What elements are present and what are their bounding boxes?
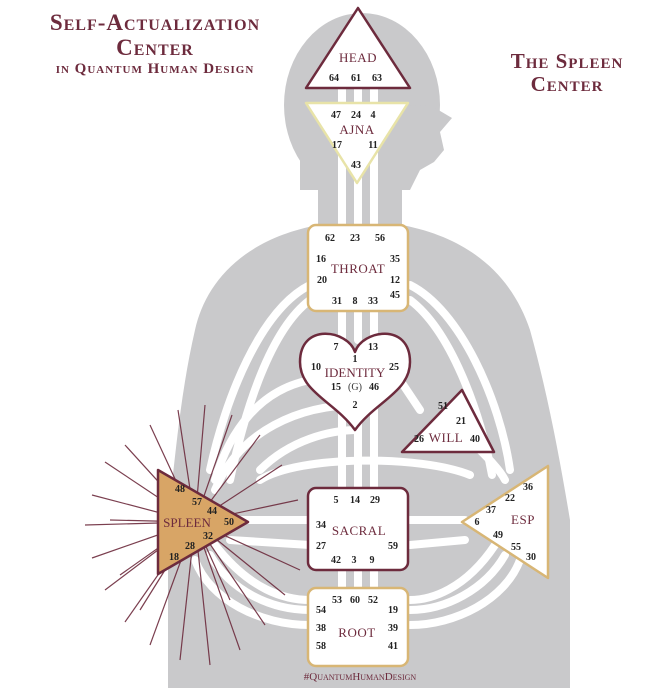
footer-hashtag: #QuantumHumanDesign [303, 671, 417, 683]
root-center: 53 60 52 54 19 38 ROOT 39 58 41 [306, 586, 410, 668]
gate-17: 17 [332, 140, 342, 151]
ajna-center: 47 24 4 AJNA 17 11 43 [304, 101, 410, 185]
gate-18: 18 [169, 552, 179, 563]
spleen-center: 48 57 44 SPLEEN 50 32 28 18 [156, 468, 250, 576]
gate-8: 8 [353, 296, 358, 307]
gate-16: 16 [316, 254, 326, 265]
gate-27: 27 [316, 541, 326, 552]
gate-60: 60 [350, 595, 360, 606]
gate-39: 39 [388, 623, 398, 634]
gate-64: 64 [329, 73, 339, 84]
gate-38: 38 [316, 623, 326, 634]
gate-10: 10 [311, 362, 321, 373]
gate-32: 32 [203, 531, 213, 542]
gate-2: 2 [353, 400, 358, 411]
gate-50: 50 [224, 517, 234, 528]
gate-11: 11 [368, 140, 377, 151]
gate-42: 42 [331, 555, 341, 566]
gate-37: 37 [486, 505, 496, 516]
gate-52: 52 [368, 595, 378, 606]
gate-9: 9 [370, 555, 375, 566]
gate-41: 41 [388, 641, 398, 652]
gate-22: 22 [505, 493, 515, 504]
gate-44: 44 [207, 506, 217, 517]
gate-33: 33 [368, 296, 378, 307]
gate-6: 6 [475, 517, 480, 528]
gate-63: 63 [372, 73, 382, 84]
gate-45: 45 [390, 290, 400, 301]
identity-center: 7 13 1 10 25 IDENTITY 15 (G) 46 2 [298, 332, 412, 432]
esp-label: ESP [511, 512, 535, 527]
gate-34: 34 [316, 520, 326, 531]
gate-12: 12 [390, 275, 400, 286]
gate-26: 26 [414, 434, 424, 445]
subtitle-line-1: The Spleen [510, 49, 624, 73]
gate-46: 46 [369, 382, 379, 393]
gate-59: 59 [388, 541, 398, 552]
gate-49: 49 [493, 530, 503, 541]
throat-label: THROAT [331, 261, 385, 276]
title-line-2: Center [116, 35, 194, 60]
throat-center: 62 23 56 16 35 THROAT 20 12 45 31 8 33 [306, 223, 410, 313]
gate-25: 25 [389, 362, 399, 373]
ajna-label: AJNA [339, 122, 374, 137]
gate-14: 14 [350, 495, 360, 506]
gate-23: 23 [350, 233, 360, 244]
spleen-label: SPLEEN [163, 515, 211, 530]
gate-4: 4 [371, 110, 376, 121]
gate-53: 53 [332, 595, 342, 606]
gate-47: 47 [331, 110, 341, 121]
gate-19: 19 [388, 605, 398, 616]
gate-29: 29 [370, 495, 380, 506]
diagram-subtitle: The Spleen Center [492, 50, 642, 96]
gate-7: 7 [334, 342, 339, 353]
gate-61: 61 [351, 73, 361, 84]
gate-20: 20 [317, 275, 327, 286]
gate-30: 30 [526, 552, 536, 563]
diagram-title: Self-Actualization Center in Quantum Hum… [10, 10, 300, 78]
gate-48: 48 [175, 484, 185, 495]
gate-57: 57 [192, 497, 202, 508]
gate-13: 13 [368, 342, 378, 353]
sacral-label: SACRAL [332, 523, 386, 538]
channels [191, 66, 524, 629]
gate-55: 55 [511, 542, 521, 553]
gate-15: 15 [331, 382, 341, 393]
subtitle-line-2: Center [530, 72, 604, 96]
title-line-1: Self-Actualization [49, 10, 261, 35]
gate-51: 51 [438, 401, 448, 412]
gate-21: 21 [456, 416, 466, 427]
head-label: HEAD [339, 50, 377, 65]
gate-28: 28 [185, 541, 195, 552]
gate-24: 24 [351, 110, 361, 121]
gate-35: 35 [390, 254, 400, 265]
gate-31: 31 [332, 296, 342, 307]
gate-56: 56 [375, 233, 385, 244]
gate-58: 58 [316, 641, 326, 652]
gate-3: 3 [352, 555, 357, 566]
esp-center: 36 22 37 6 ESP 49 55 30 [460, 464, 550, 580]
head-center: HEAD 64 61 63 [304, 6, 412, 90]
gate-43: 43 [351, 160, 361, 171]
identity-label: IDENTITY [325, 365, 386, 380]
gate-1: 1 [353, 354, 358, 365]
identity-sublabel: (G) [348, 382, 362, 393]
gate-54: 54 [316, 605, 326, 616]
title-line-3: in Quantum Human Design [55, 61, 255, 77]
gate-36: 36 [523, 482, 533, 493]
gate-40: 40 [470, 434, 480, 445]
gate-62: 62 [325, 233, 335, 244]
root-label: ROOT [338, 625, 375, 640]
will-label: WILL [429, 430, 463, 445]
will-center: 51 21 26 WILL 40 [400, 388, 496, 454]
sacral-center: 5 14 29 34 SACRAL 27 59 42 3 9 [306, 486, 410, 572]
gate-5: 5 [334, 495, 339, 506]
